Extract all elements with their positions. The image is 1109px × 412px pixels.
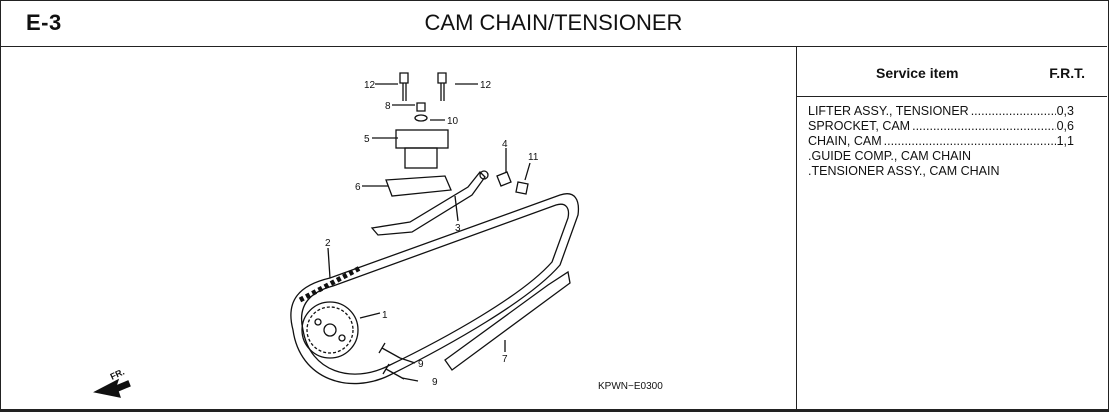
service-row-frt: 0,3 <box>1056 104 1074 118</box>
cam-sprocket <box>301 301 359 359</box>
front-arrow-icon <box>93 378 131 398</box>
callout-6: 6 <box>355 182 361 193</box>
bottom-rule <box>0 409 1109 411</box>
column-divider <box>796 47 797 410</box>
sprocket-hole <box>338 334 346 342</box>
callout-12a: 12 <box>364 80 376 91</box>
callout-9b: 9 <box>432 377 438 388</box>
sprocket-bolts <box>378 342 405 380</box>
service-table-header: Service item F.R.T. <box>797 47 1107 97</box>
callout-5: 5 <box>364 134 370 145</box>
chain-tensioner <box>370 171 486 236</box>
callout-8: 8 <box>385 101 391 112</box>
leader-dots <box>882 134 1056 149</box>
frt-heading: F.R.T. <box>1049 65 1085 81</box>
section-code: E-3 <box>26 10 62 35</box>
callout-1: 1 <box>382 310 388 321</box>
tensioner-pivot <box>479 170 489 180</box>
service-row: .TENSIONER ASSY., CAM CHAIN <box>808 164 1074 179</box>
service-row: .GUIDE COMP., CAM CHAIN <box>808 149 1074 164</box>
service-row-name: .TENSIONER ASSY., CAM CHAIN <box>808 164 1000 178</box>
page-title-text: CAM CHAIN/TENSIONER <box>424 10 683 35</box>
service-row-name: SPROCKET, CAM <box>808 119 911 133</box>
page-title: CAM CHAIN/TENSIONER <box>0 10 1107 36</box>
service-row-frt: 1,1 <box>1056 134 1074 148</box>
callout-12b: 12 <box>480 80 492 91</box>
service-row-name: .GUIDE COMP., CAM CHAIN <box>808 149 971 163</box>
callout-leaders <box>327 83 531 382</box>
sprocket-teeth <box>306 306 354 354</box>
service-row: CHAIN, CAM 1,1 <box>808 134 1074 149</box>
callout-10: 10 <box>447 116 459 127</box>
callout-7: 7 <box>502 354 508 365</box>
service-row: SPROCKET, CAM 0,6 <box>808 119 1074 134</box>
exploded-parts-diagram: 12 12 8 10 5 6 4 11 3 2 1 9 9 7 FR. KPWN… <box>93 72 663 398</box>
callout-9a: 9 <box>418 359 424 370</box>
cam-chain-inner <box>301 203 570 375</box>
tensioner-lifter <box>395 129 449 149</box>
sealing-washer <box>414 114 428 122</box>
mount-bolt <box>399 72 409 101</box>
service-row-frt: 0,6 <box>1056 119 1074 133</box>
service-item-heading: Service item <box>876 65 959 81</box>
leader-dots <box>910 119 1056 134</box>
chain-guide <box>444 270 571 371</box>
pivot-collar <box>496 171 512 187</box>
callout-2: 2 <box>325 238 331 249</box>
service-row: LIFTER ASSY., TENSIONER 0,3 <box>808 104 1074 119</box>
callout-4: 4 <box>502 139 508 150</box>
service-row-name: CHAIN, CAM <box>808 134 882 148</box>
front-label: FR. <box>109 367 126 382</box>
chain-links <box>298 265 362 303</box>
callout-11: 11 <box>528 152 539 163</box>
tensioner-lifter-body <box>404 147 438 169</box>
service-item-list: LIFTER ASSY., TENSIONER 0,3 SPROCKET, CAM… <box>808 104 1074 179</box>
leader-dots <box>969 104 1056 119</box>
drawing-code: KPWN−E0300 <box>598 381 663 392</box>
pivot-bolt <box>515 181 529 195</box>
service-row-name: LIFTER ASSY., TENSIONER <box>808 104 969 118</box>
lifter-bolt <box>416 102 426 112</box>
tensioner-gasket <box>385 175 452 197</box>
page-header: E-3 CAM CHAIN/TENSIONER <box>0 0 1107 47</box>
mount-bolt <box>437 72 447 101</box>
callout-3: 3 <box>455 223 461 234</box>
cam-chain-outline <box>290 193 580 385</box>
sprocket-hole <box>314 318 322 326</box>
sprocket-hub <box>323 323 337 337</box>
